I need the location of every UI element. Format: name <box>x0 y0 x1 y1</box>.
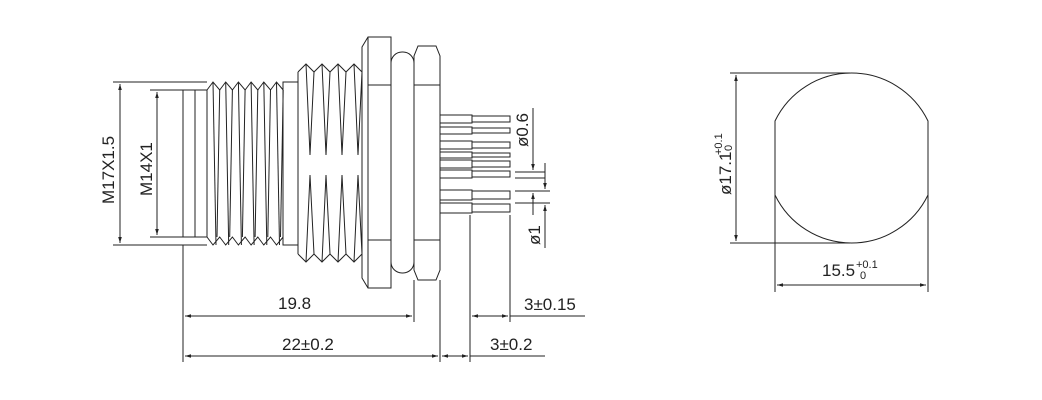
outer-thread <box>206 81 284 246</box>
contact-pins <box>439 114 511 214</box>
thread-inner-label: M14X1 <box>137 142 156 196</box>
connector-side-view <box>182 36 511 289</box>
o-ring <box>390 51 415 274</box>
thread-line <box>225 81 230 246</box>
thread-line <box>216 89 221 238</box>
d-profile <box>774 72 929 244</box>
thread-crest-bottom <box>206 236 284 246</box>
pin-tip <box>471 141 511 149</box>
thread-crest-top <box>206 81 284 91</box>
flat-tol-upper: +0.1 <box>856 259 878 271</box>
thread-groove <box>353 63 363 156</box>
pin-base <box>439 114 473 124</box>
diameter-label: ø17.1 +0.1 0 <box>713 133 735 195</box>
pin-base <box>439 151 473 159</box>
thread-line <box>241 89 246 238</box>
thread-groove <box>337 174 347 263</box>
pin-tip <box>471 203 511 213</box>
pin-tip <box>471 127 511 134</box>
side-dimensions: M17X1.5 M14X1 19.8 22±0.2 3±0.2 3±0.15 ø… <box>99 81 585 362</box>
pin-diameter-small-label: ø0.6 <box>513 113 532 147</box>
thread-outer-label: M17X1.5 <box>99 136 118 204</box>
pin-tip <box>471 160 511 168</box>
pin-length-large-label: 3±0.2 <box>490 335 532 354</box>
pin-base <box>439 169 473 179</box>
thread-line <box>237 81 242 246</box>
pin-tip <box>471 115 511 123</box>
pin-base <box>439 140 473 150</box>
pin-tip <box>471 152 511 158</box>
pin-base <box>439 159 473 169</box>
hex-nut-2 <box>413 45 441 281</box>
thread-line <box>250 81 255 246</box>
diameter-tol-upper: +0.1 <box>713 133 725 155</box>
thread-groove <box>321 174 331 263</box>
diameter-tol-lower: 0 <box>723 145 735 151</box>
pin-base <box>439 126 473 135</box>
pin-tip <box>471 190 511 200</box>
length-total-label: 22±0.2 <box>282 335 334 354</box>
thread-line <box>254 89 259 238</box>
flat-tol-lower: 0 <box>860 270 866 282</box>
length-thread-label: 19.8 <box>278 294 311 313</box>
coupling-thread <box>297 63 363 263</box>
pin-tip <box>471 170 511 178</box>
pin-base <box>439 202 473 214</box>
pin-diameter-large-label: ø1 <box>525 225 544 245</box>
thread-line <box>276 81 280 246</box>
thread-line <box>229 89 233 238</box>
connector-front-view: ø17.1 +0.1 0 15.5 +0.1 0 <box>713 72 929 292</box>
thread-groove <box>353 174 363 263</box>
flat-width-label: 15.5 +0.1 0 <box>822 259 878 282</box>
flat-base: 15.5 <box>822 261 855 280</box>
neck <box>282 81 299 246</box>
pin-length-small-label: 3±0.15 <box>524 295 576 314</box>
thread-crest-top <box>297 63 363 73</box>
pin-base <box>439 189 473 201</box>
thread-groove <box>321 63 331 156</box>
hex-nut-1 <box>361 36 392 289</box>
thread-line <box>263 81 268 246</box>
thread-line <box>267 89 271 238</box>
thread-groove <box>305 63 315 156</box>
thread-crest-bottom <box>297 253 363 263</box>
thread-line <box>212 81 217 246</box>
thread-groove <box>337 63 347 156</box>
diameter-base: ø17.1 <box>716 152 735 195</box>
thread-groove <box>305 174 315 263</box>
